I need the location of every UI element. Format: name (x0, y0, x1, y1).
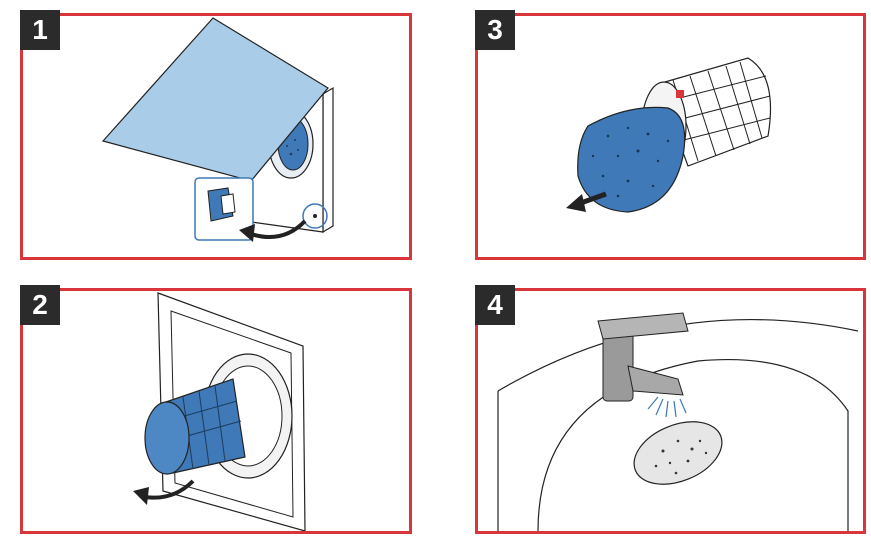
step-number: 1 (32, 14, 48, 45)
rinse-sponge-illustration (497, 312, 859, 531)
step-number-badge: 1 (20, 10, 60, 50)
step-3-panel (475, 13, 866, 260)
remove-sponge-illustration (566, 57, 771, 213)
step-4-panel (475, 288, 866, 534)
step-number: 2 (32, 289, 48, 320)
step-number-badge: 4 (475, 285, 515, 325)
step-1-panel (20, 13, 412, 260)
step-number: 3 (487, 14, 503, 45)
step-2-panel (20, 288, 412, 534)
pull-filter-illustration (133, 292, 306, 531)
open-cover-illustration (101, 17, 334, 242)
step-number-badge: 3 (475, 10, 515, 50)
step-number: 4 (487, 289, 503, 320)
step-number-badge: 2 (20, 285, 60, 325)
